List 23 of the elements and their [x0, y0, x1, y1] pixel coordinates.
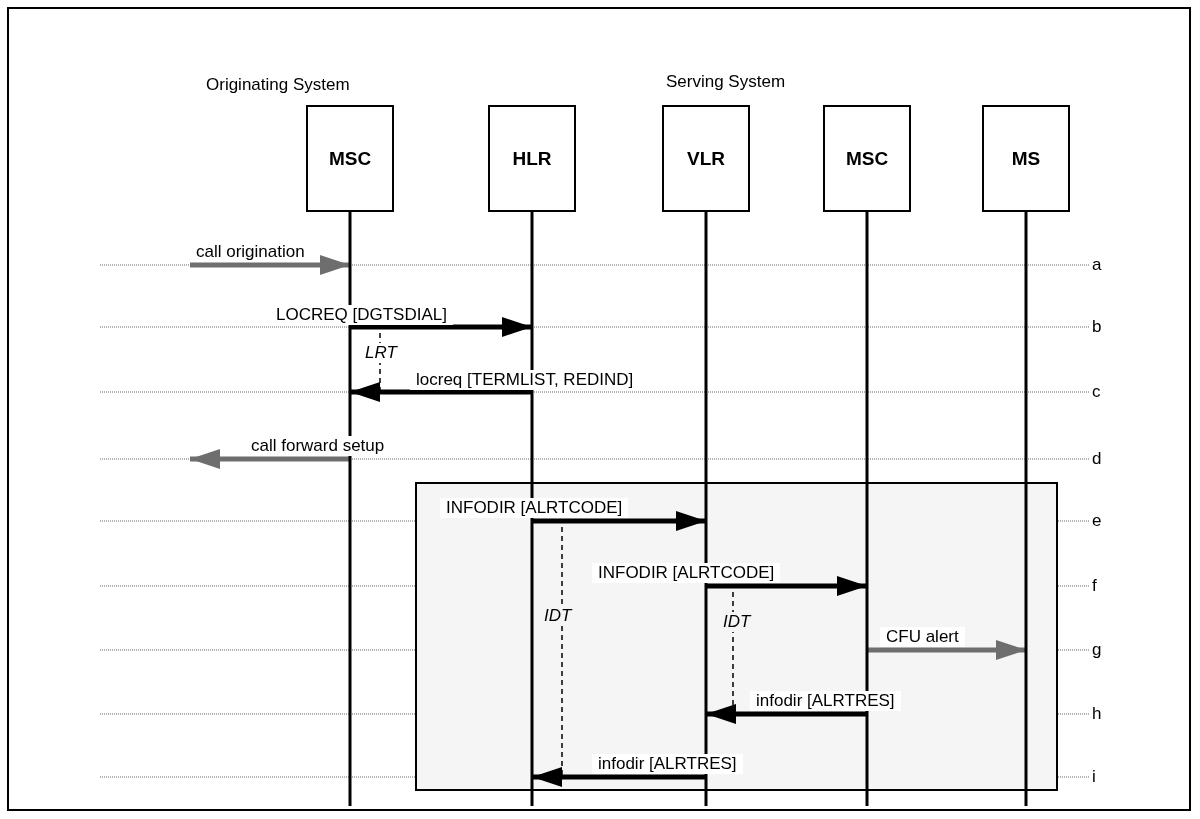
- message-arrow: [190, 449, 350, 469]
- message-arrow: [706, 576, 867, 596]
- entity-name: MSC: [845, 147, 889, 170]
- system-heading: Serving System: [666, 72, 786, 92]
- system-heading: Originating System: [206, 75, 350, 95]
- edge-label: CFU alert: [880, 627, 965, 647]
- entity-name: MS: [1011, 147, 1041, 170]
- message-arrow: [190, 255, 350, 275]
- timer-label: LRT: [362, 343, 400, 363]
- edge-label: INFODIR [ALRTCODE]: [440, 498, 629, 518]
- message-arrow: [706, 704, 867, 724]
- message-arrow: [532, 511, 706, 531]
- message-arrow: [532, 767, 706, 787]
- entity-name: VLR: [687, 147, 725, 170]
- entity-name: HLR: [512, 147, 552, 170]
- message-arrow: [350, 317, 532, 337]
- edge-label: infodir [ALRTRES]: [592, 754, 743, 774]
- entity-name: MSC: [328, 147, 372, 170]
- edge-label: infodir [ALRTRES]: [750, 691, 901, 711]
- edge-label: INFODIR [ALRTCODE]: [592, 563, 781, 583]
- timer-label: IDT: [720, 612, 754, 632]
- message-arrow: [350, 382, 532, 402]
- message-arrow: [867, 640, 1026, 660]
